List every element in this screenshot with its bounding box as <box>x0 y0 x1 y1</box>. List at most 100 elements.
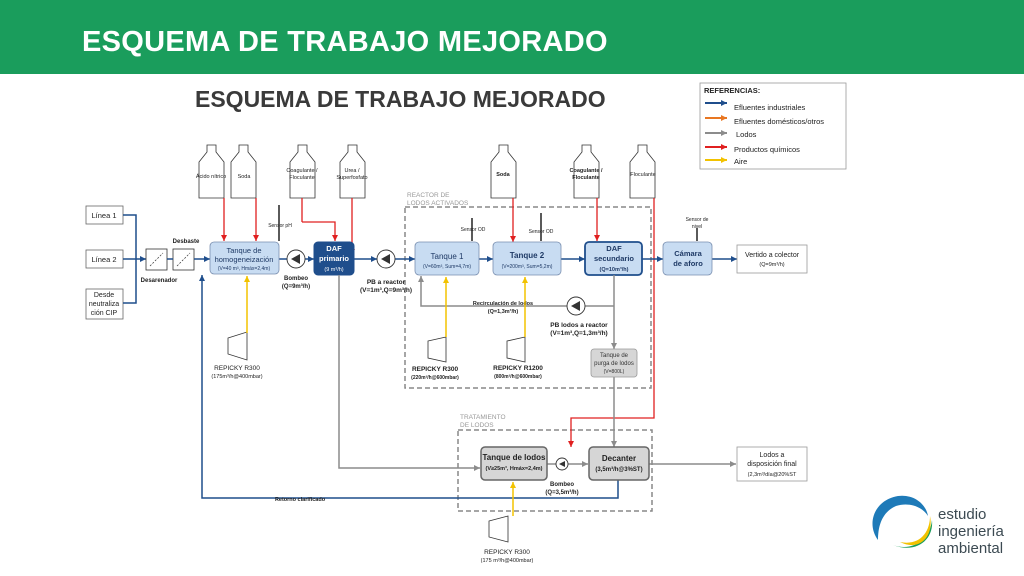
desbaste-box <box>172 248 195 271</box>
camara-name: Cámara <box>674 249 702 258</box>
tanque-homog-spec: (V=40 m³, Hmáx=2,4m) <box>218 266 271 272</box>
chem-floculante: Floculante <box>630 172 655 178</box>
tanque-1 <box>414 241 480 276</box>
repicky3-spec: (800m³/h@600mbar) <box>494 374 542 380</box>
tanque-homog-name: homogeneización <box>215 255 274 264</box>
recirculacion-name: Recirculación de lodos <box>473 301 533 307</box>
chem-soda: Soda <box>496 172 510 178</box>
blower-icon <box>506 336 526 363</box>
lodos-disp-spec: (2,3m³/día@20%ST <box>748 472 797 478</box>
header-bar: ESQUEMA DE TRABAJO MEJORADO <box>0 0 1024 74</box>
legend-label: Lodos <box>736 130 757 139</box>
desarenador-label: Desarenador <box>141 278 178 284</box>
blower-icon <box>227 331 248 361</box>
repicky2-spec: (220m³/h@600mbar) <box>411 375 459 381</box>
sensor-nivel-label: nivel <box>692 224 702 230</box>
sludge-treatment-region <box>457 429 653 512</box>
logo-line: estudio <box>938 506 987 523</box>
retorno-label: Retorno clarificado <box>275 497 326 503</box>
tanque-homog-name: Tanque de <box>226 246 261 255</box>
input-cip-label: Desde <box>94 292 114 299</box>
pb-lodos-name: PB lodos a reactor <box>550 322 608 329</box>
recirculacion-spec: (Q=1,3m³/h) <box>488 308 519 315</box>
sludge-treatment-label: TRATAMIENTO <box>460 414 506 421</box>
tanque-purga <box>590 348 638 378</box>
pb-reactor-name: PB a reactor <box>367 279 406 286</box>
vertido-name: Vertido a colector <box>745 252 800 259</box>
lodos-disposicion <box>736 446 808 482</box>
chem-urea: Superfosfato <box>336 175 367 181</box>
tanque1-name: Tanque 1 <box>431 252 464 261</box>
decanter <box>588 446 650 481</box>
tanque-2 <box>492 241 562 276</box>
legend-title: REFERENCIAS: <box>704 86 760 95</box>
logo-text: estudio ingeniería ambiental <box>938 506 1004 557</box>
vertido-spec: (Q=9m³/h) <box>759 262 784 268</box>
daf-sec-name: DAF <box>606 244 622 253</box>
tanque2-name: Tanque 2 <box>510 251 545 260</box>
tanque-homogeneizacion <box>209 241 280 275</box>
tanque2-spec: (V=200m³, Sum=5,2m) <box>502 264 553 270</box>
sensor-ph-label: Sensor pH <box>268 223 292 229</box>
chem-coagulante: Coagulante / <box>569 168 602 174</box>
purga-name: Tanque de <box>600 353 629 359</box>
input-cip-label: ción CIP <box>91 310 118 317</box>
repicky1-name: REPICKY R300 <box>214 365 260 372</box>
sensor-od1-label: Sensor OD <box>461 227 486 233</box>
daf-sec-spec: (Q=10m³/h) <box>600 266 629 273</box>
daf-primario-spec: (9 m³/h) <box>324 267 343 273</box>
bombeo2-spec: (Q=3,5m³/h) <box>545 489 578 496</box>
logo-line: ambiental <box>938 540 1004 557</box>
legend-label: Aire <box>734 157 747 166</box>
bombeo1-name: Bombeo <box>284 276 308 282</box>
desarenador-box <box>145 248 168 271</box>
daf-primario-name: primario <box>319 254 349 263</box>
bombeo1-spec: (Q=9m³/h) <box>282 283 310 290</box>
chem-soda: Soda <box>238 174 252 180</box>
blower-icon <box>427 336 447 363</box>
reactor-label: REACTOR DE <box>407 192 450 199</box>
bottle-icon <box>629 144 656 199</box>
decanter-spec: (3,5m³/h@3%ST) <box>595 466 642 473</box>
chem-coagulante: Floculante <box>289 175 314 181</box>
chem-urea: Urea / <box>345 168 360 174</box>
camara-aforo <box>662 241 713 276</box>
header-title: ESQUEMA DE TRABAJO MEJORADO <box>82 26 608 58</box>
logo-mark-text: eia <box>888 514 916 536</box>
blower-icon <box>488 515 509 543</box>
chem-acido-nitrico: Ácido nítrico <box>196 173 226 180</box>
pb-reactor-spec: (V=1m³,Q=9m³/h) <box>360 287 412 294</box>
bottle-icon <box>198 144 225 199</box>
chem-coagulante: Floculante <box>572 175 600 181</box>
input-linea2-label: Línea 2 <box>91 255 116 264</box>
lodos-disp-name: Lodos a <box>760 452 785 459</box>
tanque-lodos <box>480 446 548 481</box>
logo-line: ingeniería <box>938 523 1004 540</box>
legend-label: Efluentes domésticos/otros <box>734 117 824 126</box>
daf-primario <box>313 241 355 276</box>
decanter-name: Decanter <box>602 454 636 463</box>
legend-label: Productos químicos <box>734 145 800 154</box>
bottle-icon <box>490 144 517 199</box>
input-linea1-label: Línea 1 <box>91 211 116 220</box>
sludge-treatment-label: DE LODOS <box>460 422 494 429</box>
vertido-colector <box>736 244 808 274</box>
reactor-label: LODOS ACTIVADOS <box>407 200 469 207</box>
input-cip <box>85 288 124 320</box>
lodos-disp-name: disposición final <box>747 461 797 468</box>
tanque1-spec: (V=60m³, Sum=4,7m) <box>423 264 471 270</box>
purga-spec: (V=800L) <box>604 369 625 375</box>
legend: REFERENCIAS: Efluentes industriales Eflu… <box>699 82 847 170</box>
daf-primario-name: DAF <box>326 244 342 253</box>
sensor-nivel-label: Sensor de <box>686 217 709 223</box>
camara-name: de aforo <box>673 259 703 268</box>
legend-label: Efluentes industriales <box>734 103 806 112</box>
pb-lodos-spec: (V=1m³,Q=1,3m³/h) <box>550 330 607 337</box>
sensor-od2-label: Sensor OD <box>529 229 554 235</box>
repicky4-name: REPICKY R300 <box>484 549 530 556</box>
eia-logo-icon: eia <box>872 495 933 548</box>
repicky2-name: REPICKY R300 <box>412 366 459 373</box>
daf-sec-name: secundario <box>594 254 634 263</box>
repicky3-name: REPICKY R1200 <box>493 365 543 372</box>
